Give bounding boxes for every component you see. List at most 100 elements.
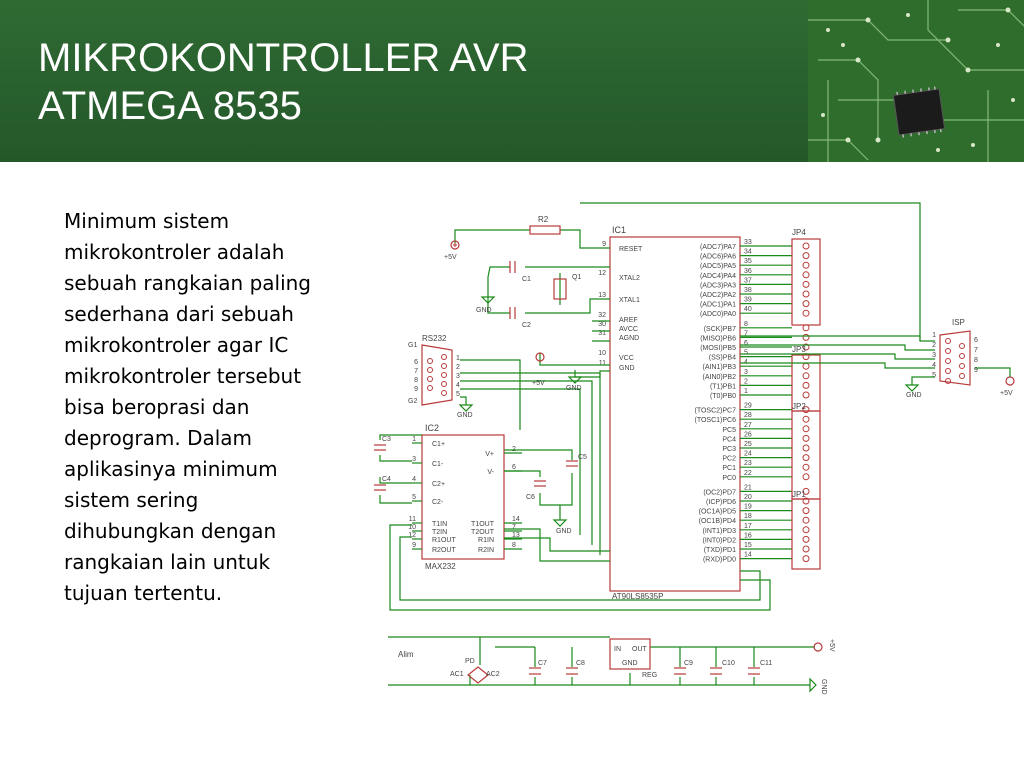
- jumper-pin: [802, 343, 810, 351]
- ic2-pin-number: 12: [408, 532, 416, 539]
- isp-pin: [945, 348, 951, 354]
- ic1-pin-number: 18: [744, 513, 752, 520]
- crystal-q1: Q1: [553, 274, 581, 300]
- ic2-ref: IC2: [425, 423, 439, 433]
- jumper-pin: [802, 406, 810, 414]
- ic2-pin-name: C1-: [432, 461, 444, 468]
- ic1-ref: IC1: [612, 225, 626, 235]
- svg-text:ISP: ISP: [952, 318, 965, 327]
- ic1-pin-name: (SS)PB4: [709, 355, 736, 362]
- db9-pin: [441, 363, 447, 369]
- ic2-pin-name: T2OUT: [471, 529, 495, 536]
- svg-text:+5V: +5V: [444, 254, 457, 261]
- ic2-part: MAX232: [425, 562, 456, 571]
- ic1-pin-name: PC4: [722, 436, 736, 443]
- ic2-pin-name: R2IN: [478, 547, 494, 554]
- circuit-board-photo: [808, 0, 1024, 162]
- c1-c2-caps: [509, 261, 516, 319]
- ic1-pin-name: (RXD)PD0: [703, 557, 736, 564]
- isp-pin-number: 6: [974, 337, 978, 344]
- body-line: sistem sering: [64, 488, 199, 512]
- jumper-pin: [802, 454, 810, 462]
- jumper-pin: [802, 333, 810, 341]
- ic1-pin-number: 10: [598, 350, 606, 357]
- c3-label: C3: [382, 436, 391, 443]
- svg-text:C8: C8: [576, 660, 585, 667]
- ic1-pin-number: 24: [744, 451, 752, 458]
- db9-pin-number: 9: [414, 386, 418, 393]
- svg-text:AC2: AC2: [486, 671, 500, 678]
- svg-text:JP1: JP1: [792, 490, 806, 499]
- svg-text:+5V: +5V: [828, 639, 835, 652]
- jumper-pin: [802, 535, 810, 543]
- ic1-pin-name: (TXD)PD1: [704, 547, 736, 554]
- db9-pin: [441, 390, 447, 396]
- isp-pin: [945, 338, 951, 344]
- jumper-pin: [802, 444, 810, 452]
- isp-pin: [959, 373, 965, 379]
- svg-text:PD: PD: [465, 658, 475, 665]
- ic1-pin-name: (ADC3)PA3: [700, 282, 736, 289]
- ic2-pin-name: C2-: [432, 499, 444, 506]
- body-line: mikrokontroler tersebut: [64, 364, 302, 388]
- svg-text:C11: C11: [760, 660, 772, 667]
- jumper-pin: [802, 290, 810, 298]
- ic1-pin-name: (ADC6)PA6: [700, 254, 736, 261]
- ic1-pin-number: 32: [598, 312, 606, 319]
- svg-text:Q1: Q1: [572, 274, 581, 281]
- ic1-pin-number: 1: [744, 388, 748, 395]
- ic1-pin-name: (ADC4)PA4: [700, 273, 736, 280]
- svg-text:IN: IN: [614, 646, 621, 653]
- ic2-pin-name: T1IN: [432, 521, 447, 528]
- ic2-pin-name: R1IN: [478, 537, 494, 544]
- svg-text:JP4: JP4: [792, 228, 806, 237]
- body-line: dihubungkan dengan: [64, 519, 277, 543]
- isp-pin-number: 9: [974, 367, 978, 374]
- svg-text:REG: REG: [642, 672, 657, 679]
- isp-pin: [959, 353, 965, 359]
- ic1-pin-number: 23: [744, 460, 752, 467]
- ic1-pin-number: 16: [744, 532, 752, 539]
- svg-text:GND: GND: [622, 660, 638, 667]
- ic2-pin-number: 4: [412, 476, 416, 483]
- isp-pin-number: 1: [932, 332, 936, 339]
- ic1-pin-name: AREF: [619, 317, 638, 324]
- ic1-pin-number: 11: [599, 360, 606, 367]
- ic1-pin-name: (AIN1)PB3: [703, 364, 737, 371]
- ic1-pin-name: PC5: [722, 427, 736, 434]
- ic1-pin-name: (T1)PB1: [710, 383, 736, 390]
- power-supply: Alim AC1 AC2 PD IN OUT GND REG C7 C8 C9 …: [398, 638, 835, 695]
- jumper-pin: [802, 261, 810, 269]
- db9-pin: [441, 381, 447, 387]
- ic2-pin-number: 3: [412, 456, 416, 463]
- jumper-pin: [802, 391, 810, 399]
- db9-pin: [427, 367, 433, 373]
- c1-label: C1: [522, 276, 531, 283]
- svg-text:GND: GND: [476, 307, 492, 314]
- ic1-pin-number: 8: [744, 321, 748, 328]
- gnd-max232: GND: [552, 519, 572, 535]
- r2-resistor: R2: [529, 215, 561, 235]
- ic1-pin-number: 30: [598, 321, 606, 328]
- ic1-pin-number: 22: [744, 470, 752, 477]
- ic2-pin-name: T1OUT: [471, 521, 495, 528]
- body-line: aplikasinya minimum: [64, 457, 278, 481]
- jumper-pin: [802, 362, 810, 370]
- ic2-pin-name: R1OUT: [432, 537, 456, 544]
- ic1-pin-number: 14: [744, 552, 752, 559]
- jumper-pin: [802, 271, 810, 279]
- ic1-pin-name: XTAL2: [619, 275, 640, 282]
- body-line: rangkaian lain untuk: [64, 550, 271, 574]
- jumper-pin: [802, 324, 810, 332]
- ic2-pin-number: 8: [512, 542, 516, 549]
- isp-pin-number: 4: [932, 362, 936, 369]
- title-line-2: ATMEGA 8535: [38, 84, 302, 128]
- svg-text:C10: C10: [722, 660, 735, 667]
- ic1-pin-number: 38: [744, 287, 752, 294]
- ic1-pin-name: (INT0)PD2: [703, 537, 737, 544]
- ic1-pin-number: 33: [744, 239, 752, 246]
- svg-text:G1: G1: [408, 342, 417, 349]
- ic1-pin-name: (OC1B)PD4: [699, 518, 736, 525]
- jumper-pin: [802, 434, 810, 442]
- ic1-pin-number: 2: [744, 378, 748, 385]
